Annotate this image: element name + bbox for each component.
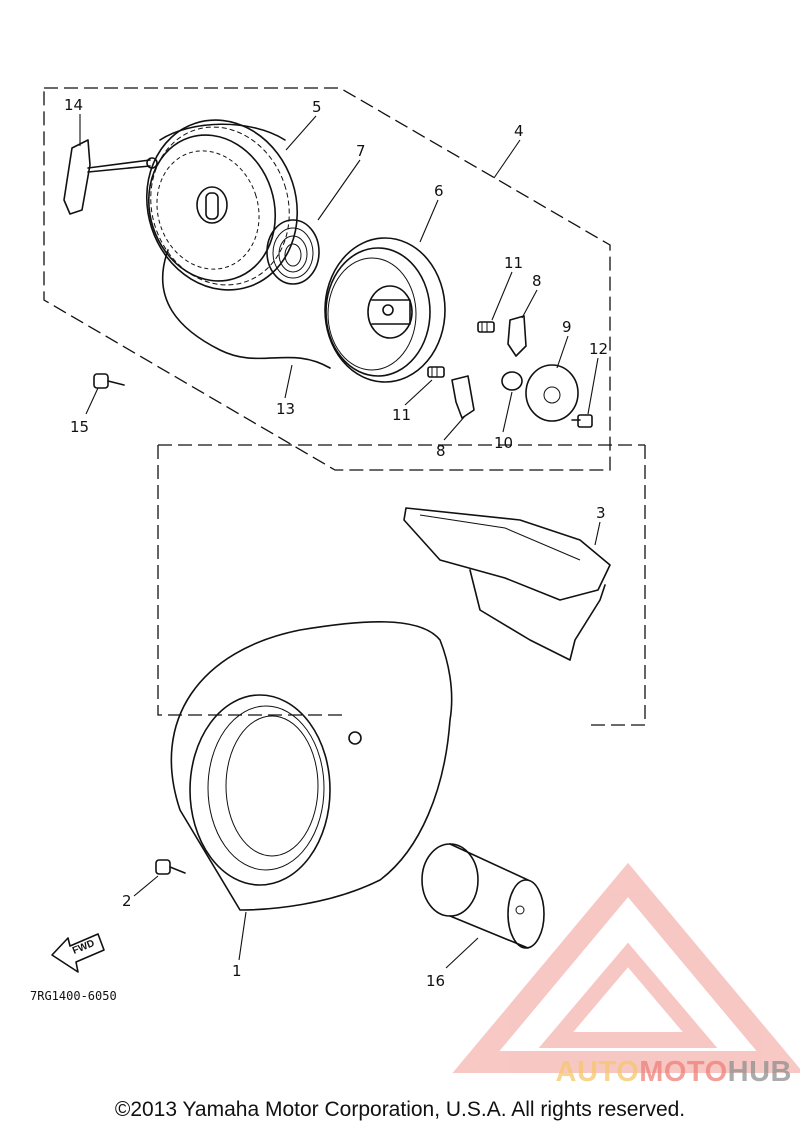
callout-1: 1	[232, 962, 242, 980]
part-pawl-spring-upper	[477, 321, 495, 333]
watermark-moto: MOTO	[639, 1056, 728, 1088]
part-starter-rope	[162, 249, 331, 369]
assembly-boundary-side	[590, 445, 646, 726]
callout-11-upper: 11	[504, 254, 523, 272]
part-pawl-upper	[507, 315, 527, 357]
part-starter-housing	[145, 119, 299, 291]
callout-2: 2	[122, 892, 132, 910]
fwd-label: FWD	[71, 938, 96, 957]
callout-13: 13	[276, 400, 295, 418]
part-starter-handle	[63, 139, 158, 215]
part-screw	[571, 414, 593, 428]
part-starter-cup	[421, 843, 545, 949]
callout-15: 15	[70, 418, 89, 436]
watermark-auto: AUTO	[555, 1056, 640, 1088]
callout-10: 10	[494, 434, 513, 452]
callout-16: 16	[426, 972, 445, 990]
leader-lines	[79, 114, 601, 969]
part-drum-sheave	[324, 237, 446, 383]
callout-9: 9	[562, 318, 572, 336]
callout-numbers: 14 5 4 7 6 11 8 9 12 11 8 10 13 15 3 2 1…	[64, 96, 608, 990]
callout-12: 12	[589, 340, 608, 358]
callout-8-lower: 8	[436, 442, 446, 460]
callout-5: 5	[312, 98, 322, 116]
part-pawl-spring-lower	[427, 366, 445, 378]
watermark-hub: HUB	[727, 1056, 792, 1088]
part-drive-plate	[525, 364, 579, 422]
callout-6: 6	[434, 182, 444, 200]
callout-3: 3	[596, 504, 606, 522]
drawing-code: 7RG1400-6050	[30, 989, 117, 1003]
callout-14: 14	[64, 96, 83, 114]
assembly-boundary-lower	[157, 445, 345, 716]
watermark-wordmark: AUTOMOTOHUB	[470, 1056, 792, 1089]
part-bolt-upper	[93, 373, 125, 389]
part-washer-ring	[501, 371, 523, 391]
part-pawl-lower	[451, 375, 475, 419]
part-bolt-lower	[155, 859, 186, 875]
callout-11-lower: 11	[392, 406, 411, 424]
part-top-cover	[403, 507, 611, 661]
callout-4: 4	[514, 122, 524, 140]
callout-7: 7	[356, 142, 366, 160]
copyright-notice: ©2013 Yamaha Motor Corporation, U.S.A. A…	[114, 1098, 686, 1121]
callout-8-upper: 8	[532, 272, 542, 290]
fwd-arrow: FWD	[51, 933, 105, 973]
part-fan-shroud	[170, 621, 453, 911]
assembly-boundary-upper	[43, 87, 611, 471]
watermark-logo-triangle	[452, 862, 800, 1073]
part-spiral-spring	[266, 219, 320, 285]
